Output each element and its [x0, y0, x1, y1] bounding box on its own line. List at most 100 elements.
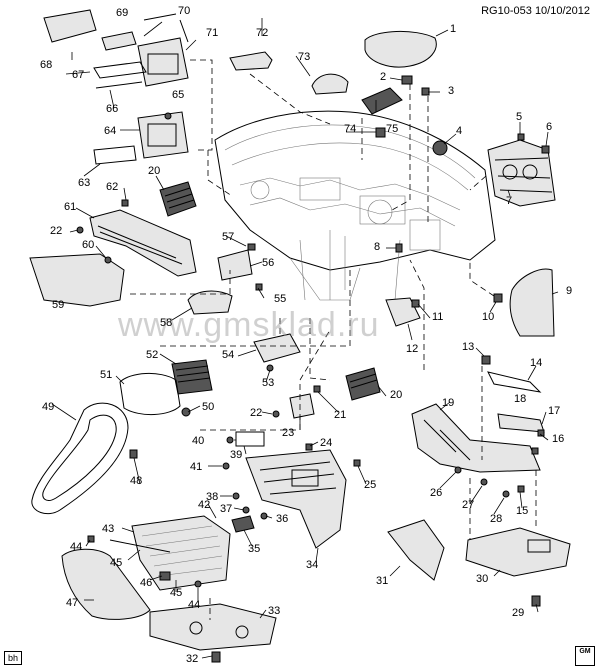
part-29: [531, 595, 541, 607]
callout-56: 56: [262, 257, 275, 269]
callout-11: 11: [432, 311, 444, 323]
callout-22-left: 22: [50, 225, 63, 237]
part-70: [143, 13, 189, 43]
diagram-date: 10/10/2012: [534, 5, 590, 17]
part-38: [232, 492, 240, 500]
part-63: [93, 145, 137, 165]
part-60: [104, 256, 112, 264]
part-72: [229, 51, 273, 71]
callout-66: 66: [106, 103, 119, 115]
leader-lines: [51, 18, 559, 659]
callout-32: 32: [186, 653, 199, 665]
part-48: [129, 449, 138, 459]
callout-41: 41: [190, 461, 203, 473]
part-39: [235, 431, 265, 447]
callout-30: 30: [476, 573, 489, 585]
part-40: [226, 436, 234, 444]
part-9-end-cap: [509, 268, 555, 337]
part-46: [159, 571, 171, 581]
part-7-cluster-trim: [487, 139, 556, 207]
callout-65: 65: [172, 89, 185, 101]
part-27: [480, 478, 488, 486]
part-17: [537, 429, 545, 437]
part-68: [43, 9, 97, 43]
part-18: [497, 413, 545, 433]
part-20-right-vent: [345, 367, 381, 401]
part-44-b: [194, 580, 202, 588]
callout-52: 52: [146, 349, 159, 361]
callout-63: 63: [78, 177, 91, 189]
part-13: [481, 355, 491, 365]
part-22-b: [272, 410, 280, 418]
part-73: [311, 73, 349, 95]
callout-69: 69: [116, 7, 129, 19]
part-61-support: [89, 209, 197, 277]
diagram-reference: RG10-053 10/10/2012: [481, 5, 590, 17]
callout-71: 71: [206, 27, 219, 39]
callout-25: 25: [364, 479, 377, 491]
callout-36: 36: [276, 513, 289, 525]
callout-31: 31: [376, 575, 389, 587]
callout-7: 7: [506, 195, 513, 207]
part-26: [454, 466, 462, 474]
part-74: [375, 127, 386, 138]
callout-23: 23: [282, 427, 295, 439]
callout-15: 15: [516, 505, 529, 517]
callout-34: 34: [306, 559, 319, 571]
callout-49: 49: [42, 401, 55, 413]
callout-64: 64: [104, 125, 117, 137]
part-8: [395, 243, 403, 253]
part-19-console-bracket: [411, 403, 541, 473]
part-52-vent: [171, 359, 213, 395]
callout-70: 70: [178, 5, 191, 17]
callout-40: 40: [192, 435, 205, 447]
guide-lines: [130, 59, 537, 620]
part-47-door: [61, 548, 151, 620]
callout-13: 13: [462, 341, 475, 353]
callout-29: 29: [512, 607, 525, 619]
part-44-a: [87, 535, 95, 543]
part-15: [517, 485, 525, 493]
callout-9: 9: [566, 285, 573, 297]
callout-58: 58: [160, 317, 173, 329]
part-33-lower-panel: [149, 603, 277, 651]
part-54: [253, 333, 301, 363]
part-23: [289, 393, 315, 419]
callout-62: 62: [106, 181, 119, 193]
callout-54: 54: [222, 349, 235, 361]
callout-14: 14: [530, 357, 543, 369]
callout-44-bottom: 44: [188, 599, 201, 611]
part-6: [541, 145, 550, 154]
part-58: [187, 290, 233, 315]
callout-20-upper: 20: [148, 165, 161, 177]
part-2: [401, 75, 413, 85]
callout-28: 28: [490, 513, 503, 525]
callout-19: 19: [442, 397, 455, 409]
callout-75: 75: [386, 123, 399, 135]
callout-17: 17: [548, 405, 561, 417]
callout-39: 39: [230, 449, 243, 461]
callout-24: 24: [320, 437, 333, 449]
callout-57: 57: [222, 231, 235, 243]
callout-4: 4: [456, 125, 463, 137]
callout-22-mid: 22: [250, 407, 263, 419]
callout-45-bottom: 45: [170, 587, 183, 599]
callout-53: 53: [262, 377, 275, 389]
part-20-upper-vent: [159, 181, 197, 217]
callout-72: 72: [256, 27, 269, 39]
callout-2: 2: [380, 71, 387, 83]
callout-60: 60: [82, 239, 95, 251]
part-14: [487, 371, 542, 393]
part-65: [164, 112, 172, 120]
callout-6: 6: [546, 121, 553, 133]
part-35: [231, 515, 255, 533]
callout-61: 61: [64, 201, 77, 213]
part-1-cover: [364, 30, 437, 68]
callout-18: 18: [514, 393, 527, 405]
part-59: [29, 253, 125, 307]
callout-44-left: 44: [70, 541, 83, 553]
callout-12: 12: [406, 343, 419, 355]
diagram-ref-code: RG10-053: [481, 5, 532, 17]
callout-48: 48: [130, 475, 143, 487]
